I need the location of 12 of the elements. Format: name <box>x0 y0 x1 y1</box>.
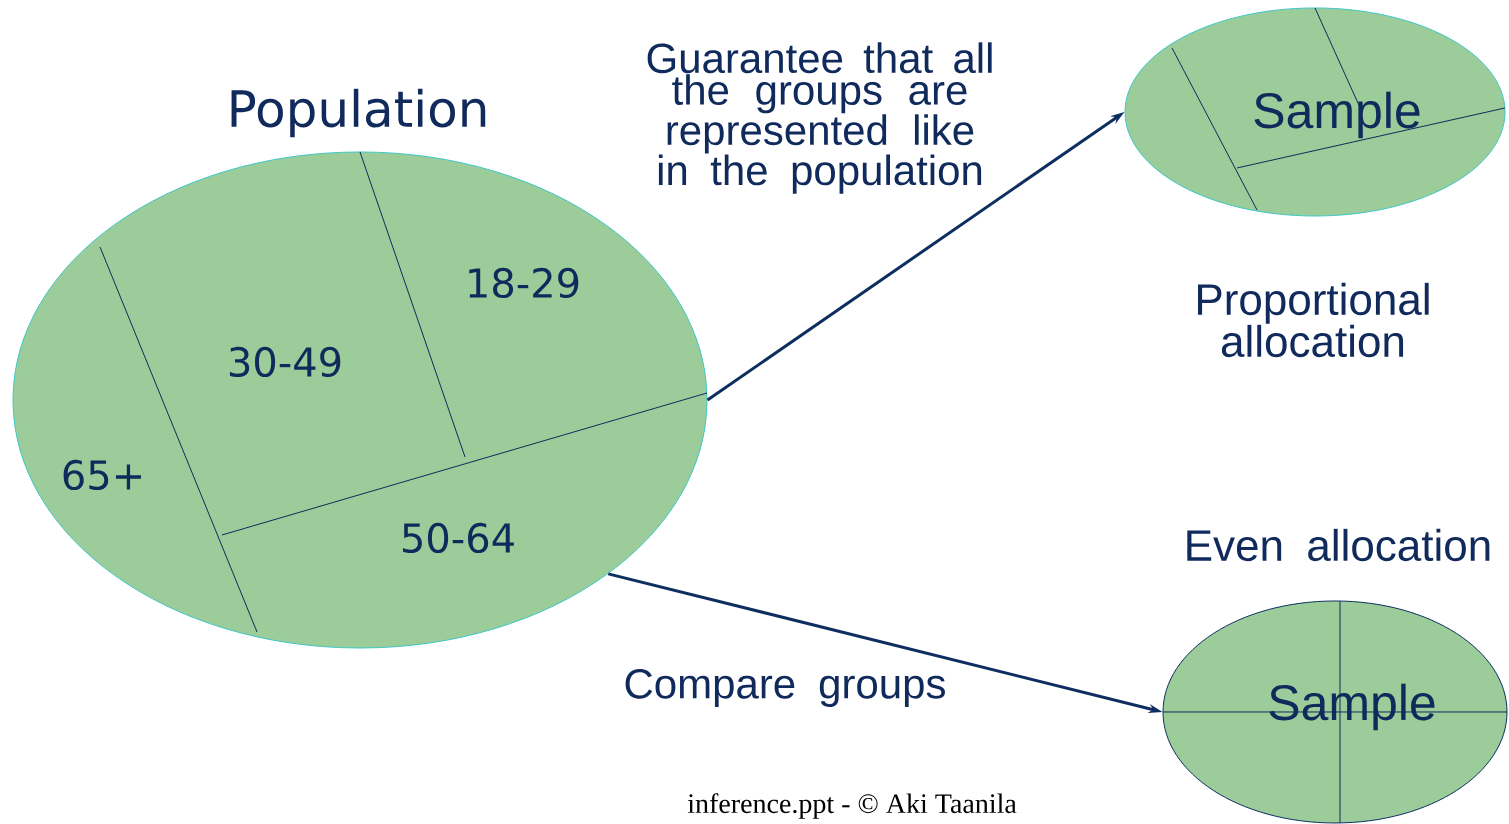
ellipse-label: Sample <box>1269 683 1435 731</box>
edge-label: Compare groups <box>625 668 945 707</box>
edge-label: Guarantee that all the groups are represented like in the population <box>647 42 992 194</box>
region-label: 50-64 <box>403 522 514 554</box>
region-label: 65+ <box>63 459 141 491</box>
footer-text: inference.ppt - © Aki Taanila <box>687 793 1017 819</box>
region-label: 18-29 <box>469 267 579 299</box>
node-label: Proportional allocation <box>1198 282 1429 358</box>
node-label: Even allocation <box>1187 528 1490 562</box>
title: Population <box>231 88 486 138</box>
region-label: 30-49 <box>229 346 341 378</box>
ellipse-label: Sample <box>1254 91 1420 139</box>
